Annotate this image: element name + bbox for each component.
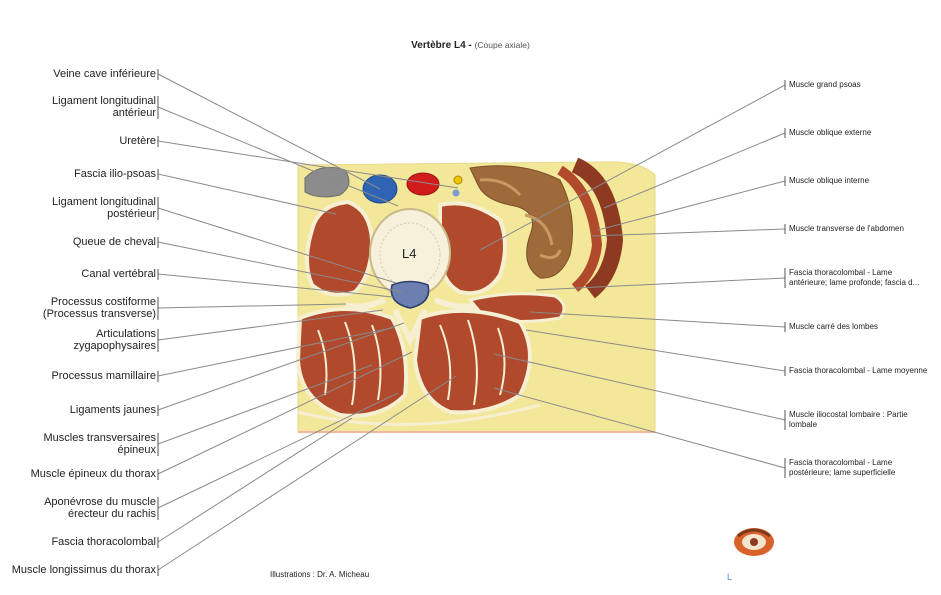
right-label-line: Fascia thoracolombal - Lame moyenne	[789, 366, 939, 376]
left-label-line: Processus costiforme	[43, 296, 156, 308]
left-label-line: Queue de cheval	[73, 236, 156, 248]
leader-line-left	[158, 74, 380, 189]
right-label-line: Muscle carré des lombes	[789, 322, 939, 332]
leader-line-left	[158, 418, 352, 542]
left-label-line: (Processus transverse)	[43, 308, 156, 320]
right-label-line: Muscle iliocostal lombaire : Partie	[789, 410, 939, 420]
illustration-credit: Illustrations : Dr. A. Micheau	[270, 570, 369, 579]
left-label-line: épineux	[44, 444, 156, 456]
leader-line-left	[158, 393, 398, 508]
left-label: Processus costiforme(Processus transvers…	[43, 296, 156, 320]
right-label: Fascia thoracolombal - Lame moyenne	[789, 366, 939, 376]
left-label-line: Ligament longitudinal	[52, 95, 156, 107]
right-label-line: Muscle transverse de l'abdomen	[789, 224, 939, 234]
right-label: Muscle grand psoas	[789, 80, 939, 90]
right-label-line: antérieure; lame profonde; fascia d...	[789, 278, 939, 288]
left-label: Fascia ilio-psoas	[74, 168, 156, 180]
left-label-line: Canal vertébral	[81, 268, 156, 280]
left-label: Muscle longissimus du thorax	[12, 564, 156, 576]
left-label: Queue de cheval	[73, 236, 156, 248]
left-label-line: Aponévrose du muscle	[44, 496, 156, 508]
right-label-line: Fascia thoracolombal - Lame	[789, 458, 939, 468]
left-label: Fascia thoracolombal	[51, 536, 156, 548]
right-label-line: Fascia thoracolombal - Lame	[789, 268, 939, 278]
left-label-line: Fascia ilio-psoas	[74, 168, 156, 180]
right-label: Muscle transverse de l'abdomen	[789, 224, 939, 234]
vertebra-label: L4	[402, 246, 416, 261]
left-label-line: Fascia thoracolombal	[51, 536, 156, 548]
left-label-line: Uretère	[119, 135, 156, 147]
left-label: Canal vertébral	[81, 268, 156, 280]
ureter-2	[453, 190, 460, 197]
left-label-line: Ligament longitudinal	[52, 196, 156, 208]
left-label: Processus mamillaire	[51, 370, 156, 382]
right-label: Muscle carré des lombes	[789, 322, 939, 332]
logo-icon	[732, 520, 776, 560]
left-label-line: zygapophysaires	[73, 340, 156, 352]
corner-mark: L	[727, 572, 732, 582]
paraspinal-right	[415, 311, 530, 413]
left-label-line: postérieur	[52, 208, 156, 220]
right-label-line: Muscle grand psoas	[789, 80, 939, 90]
left-label: Muscle épineux du thorax	[31, 468, 156, 480]
ureter	[454, 176, 462, 184]
left-label-line: Muscles transversaires	[44, 432, 156, 444]
left-label-line: Veine cave inférieure	[53, 68, 156, 80]
left-label-line: Muscle longissimus du thorax	[12, 564, 156, 576]
left-label: Ligaments jaunes	[70, 404, 156, 416]
psoas-left	[307, 202, 372, 295]
left-label-line: érecteur du rachis	[44, 508, 156, 520]
left-label-line: Muscle épineux du thorax	[31, 468, 156, 480]
left-label-line: Articulations	[73, 328, 156, 340]
right-label-line: Muscle oblique externe	[789, 128, 939, 138]
left-label: Uretère	[119, 135, 156, 147]
left-label-line: Processus mamillaire	[51, 370, 156, 382]
left-label-line: Ligaments jaunes	[70, 404, 156, 416]
leader-line-left	[158, 107, 398, 206]
left-label: Veine cave inférieure	[53, 68, 156, 80]
right-label-line: postérieure; lame superficielle	[789, 468, 939, 478]
right-label-line: Muscle oblique interne	[789, 176, 939, 186]
right-label: Muscle oblique interne	[789, 176, 939, 186]
right-label: Muscle oblique externe	[789, 128, 939, 138]
right-label-line: lombale	[789, 420, 939, 430]
left-label-line: antérieur	[52, 107, 156, 119]
